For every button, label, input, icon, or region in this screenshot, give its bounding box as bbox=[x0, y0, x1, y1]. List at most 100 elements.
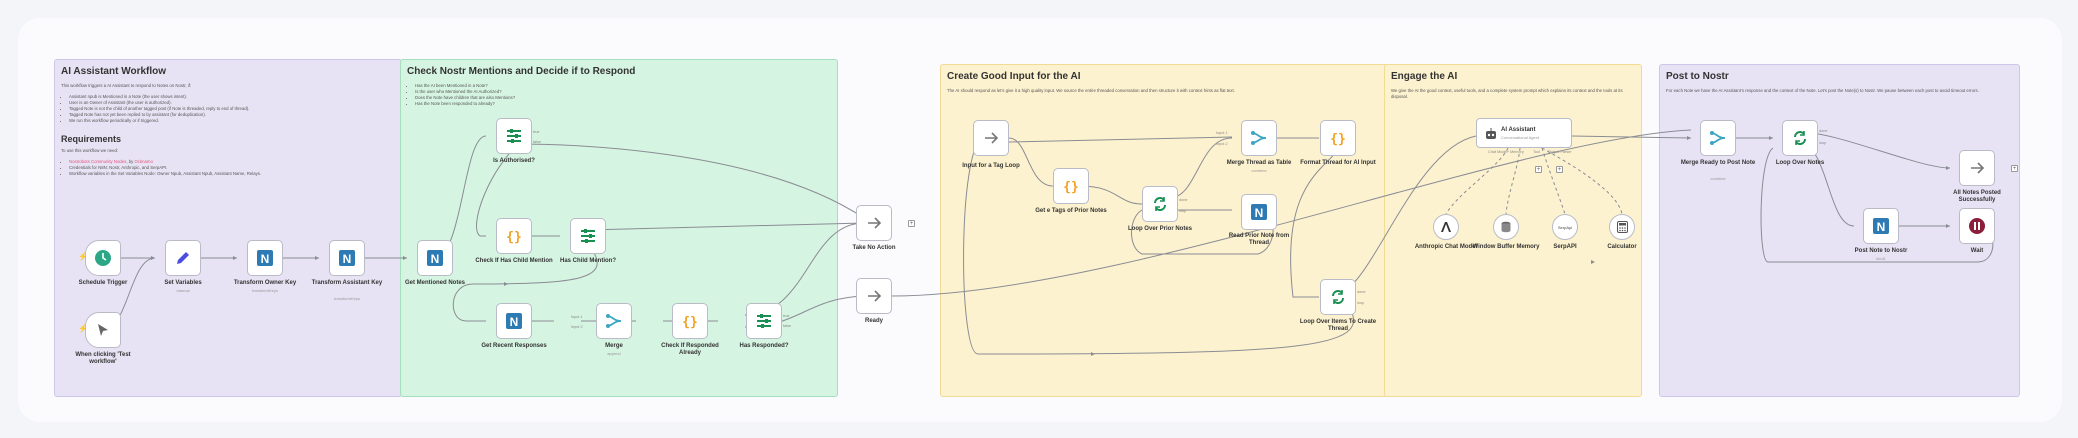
edge bbox=[1008, 137, 1054, 187]
anthropic-model-node[interactable] bbox=[1433, 214, 1459, 240]
condition-item: Tagged Note is not the child of another … bbox=[69, 106, 395, 112]
requirements-list: Nostrobots Community Nodes, by Ocknamo C… bbox=[61, 159, 395, 177]
check-child-mention-label: Check If Has Child Mention bbox=[475, 258, 553, 264]
false-output-label: false bbox=[783, 324, 792, 328]
check-responded-node[interactable]: {} bbox=[672, 303, 708, 339]
sticky-check[interactable]: Check Nostr Mentions and Decide if to Re… bbox=[400, 59, 838, 397]
ai-assistant-node[interactable]: AI Assistant Conversational Agent bbox=[1476, 118, 1572, 148]
ready-node[interactable] bbox=[856, 278, 892, 314]
merge-thread-label: Merge Thread as Table bbox=[1226, 160, 1292, 166]
check-responded-label: Check If Responded Already bbox=[661, 343, 719, 356]
robot-icon bbox=[1486, 128, 1496, 139]
take-no-action-node[interactable] bbox=[856, 205, 892, 241]
add-output-parser-button[interactable]: + bbox=[1556, 166, 1563, 173]
arrowhead bbox=[1591, 260, 1595, 264]
condition-item: Assistant npub is Mentioned in a Note (t… bbox=[69, 94, 395, 100]
add-node-button[interactable]: + bbox=[2011, 165, 2018, 172]
input-tag-loop-node[interactable] bbox=[973, 120, 1009, 156]
arrowhead bbox=[403, 256, 407, 260]
is-authorised-node[interactable] bbox=[496, 118, 532, 154]
ready-label: Ready bbox=[864, 318, 883, 324]
loop-output-label: loop bbox=[1357, 301, 1365, 305]
arrow-icon bbox=[1971, 162, 1985, 174]
edge bbox=[1799, 143, 1855, 227]
merge-ready-post-sub: combine bbox=[1710, 176, 1726, 181]
chat-model-slot-label: Chat Model* bbox=[1488, 150, 1509, 154]
true-output-label: true bbox=[533, 130, 540, 134]
ai-assistant-sub: Conversational Agent bbox=[1501, 135, 1540, 140]
arrowhead bbox=[1769, 136, 1773, 140]
post-note-nostr-node[interactable]: N bbox=[1863, 208, 1899, 244]
nostr-icon: N bbox=[1873, 218, 1889, 234]
pause-icon bbox=[1969, 218, 1985, 234]
requirements-title: Requirements bbox=[61, 134, 122, 144]
has-child-mention-node[interactable] bbox=[570, 218, 606, 254]
merge-thread-node[interactable] bbox=[1241, 120, 1277, 156]
get-recent-responses-node[interactable]: N bbox=[496, 303, 532, 339]
arrowhead bbox=[315, 256, 319, 260]
author-link[interactable]: Ocknamo bbox=[134, 159, 153, 164]
loop-over-notes-node[interactable] bbox=[1782, 120, 1818, 156]
requirement-item: Workflow variables in the Set Variables … bbox=[69, 171, 395, 177]
sticky-input[interactable]: Create Good Input for the AI The AI shou… bbox=[940, 64, 1390, 397]
check-child-mention-node[interactable]: {} bbox=[496, 218, 532, 254]
set-variables-sub: manual bbox=[176, 288, 190, 293]
has-responded-node[interactable] bbox=[746, 303, 782, 339]
arrowhead bbox=[151, 256, 155, 260]
arrow-icon bbox=[985, 132, 999, 144]
format-thread-node[interactable]: {} bbox=[1320, 120, 1356, 156]
serpapi-label: SerpAPI bbox=[1553, 244, 1577, 250]
done-output-label: done bbox=[1819, 129, 1828, 133]
transform-owner-key-sub: transformKeys bbox=[252, 288, 278, 293]
edge bbox=[1445, 147, 1509, 215]
transform-owner-key-label: Transform Owner Key bbox=[233, 280, 297, 286]
merge-node[interactable] bbox=[596, 303, 632, 339]
add-tool-button[interactable]: + bbox=[1535, 166, 1542, 173]
loop-prior-notes-node[interactable] bbox=[1142, 186, 1178, 222]
question-item: Does the Note have children that are als… bbox=[415, 95, 831, 101]
serpapi-node[interactable]: SerpApi bbox=[1552, 214, 1578, 240]
loop-output-label: loop bbox=[1179, 209, 1187, 213]
loop-icon bbox=[1332, 290, 1344, 304]
edge bbox=[744, 222, 865, 316]
set-variables-node[interactable] bbox=[165, 240, 201, 276]
schedule-trigger-node[interactable] bbox=[85, 240, 121, 276]
all-notes-posted-label: All Notes Posted Successfully bbox=[1953, 190, 2001, 203]
manual-trigger-node[interactable] bbox=[85, 312, 121, 348]
get-recent-responses-label: Get Recent Responses bbox=[481, 343, 547, 349]
code-icon: {} bbox=[1330, 132, 1346, 147]
nostrobots-link[interactable]: Nostrobots Community Nodes bbox=[69, 159, 127, 164]
anthropic-icon bbox=[1441, 222, 1451, 232]
serpapi-icon: SerpApi bbox=[1557, 224, 1573, 230]
get-mentioned-notes-node[interactable]: N bbox=[417, 240, 453, 276]
nostr-icon: N bbox=[506, 313, 522, 329]
svg-text:N: N bbox=[343, 252, 352, 266]
merge-ready-post-node[interactable] bbox=[1700, 120, 1736, 156]
edge bbox=[1541, 147, 1623, 215]
svg-text:{}: {} bbox=[506, 230, 522, 245]
arrowhead bbox=[1091, 352, 1095, 356]
wait-node[interactable] bbox=[1959, 208, 1995, 244]
memory-slot-label: Memory bbox=[1510, 150, 1524, 154]
loop-prior-notes-label: Loop Over Prior Notes bbox=[1127, 226, 1192, 232]
edge bbox=[890, 129, 1692, 297]
add-node-button[interactable]: + bbox=[908, 220, 915, 227]
merge-input-1-label: Input 1 bbox=[571, 315, 583, 319]
transform-assistant-key-node[interactable]: N bbox=[329, 240, 365, 276]
read-prior-note-node[interactable]: N bbox=[1241, 194, 1277, 230]
transform-owner-key-node[interactable]: N bbox=[247, 240, 283, 276]
clock-icon bbox=[95, 250, 111, 266]
sticky-post[interactable]: Post to Nostr For each Note we have the … bbox=[1659, 64, 2020, 397]
merge-ready-post-label: Merge Ready to Post Note bbox=[1680, 160, 1756, 166]
window-buffer-memory-node[interactable] bbox=[1493, 214, 1519, 240]
all-notes-posted-node[interactable] bbox=[1959, 150, 1995, 186]
transform-assistant-key-sub: transformKeys bbox=[334, 296, 360, 301]
post-note-nostr-label: Post Note to Nostr bbox=[1854, 248, 1908, 254]
calculator-node[interactable] bbox=[1609, 214, 1635, 240]
condition-item: Tagged Note has not yet been replied to … bbox=[69, 112, 395, 118]
calculator-icon bbox=[1616, 221, 1628, 233]
true-output-label: true bbox=[783, 314, 790, 318]
get-e-tags-node[interactable]: {} bbox=[1053, 168, 1089, 204]
workflow-canvas[interactable]: AI Assistant Workflow This workflow trig… bbox=[18, 18, 2062, 422]
loop-items-thread-node[interactable] bbox=[1320, 279, 1356, 315]
